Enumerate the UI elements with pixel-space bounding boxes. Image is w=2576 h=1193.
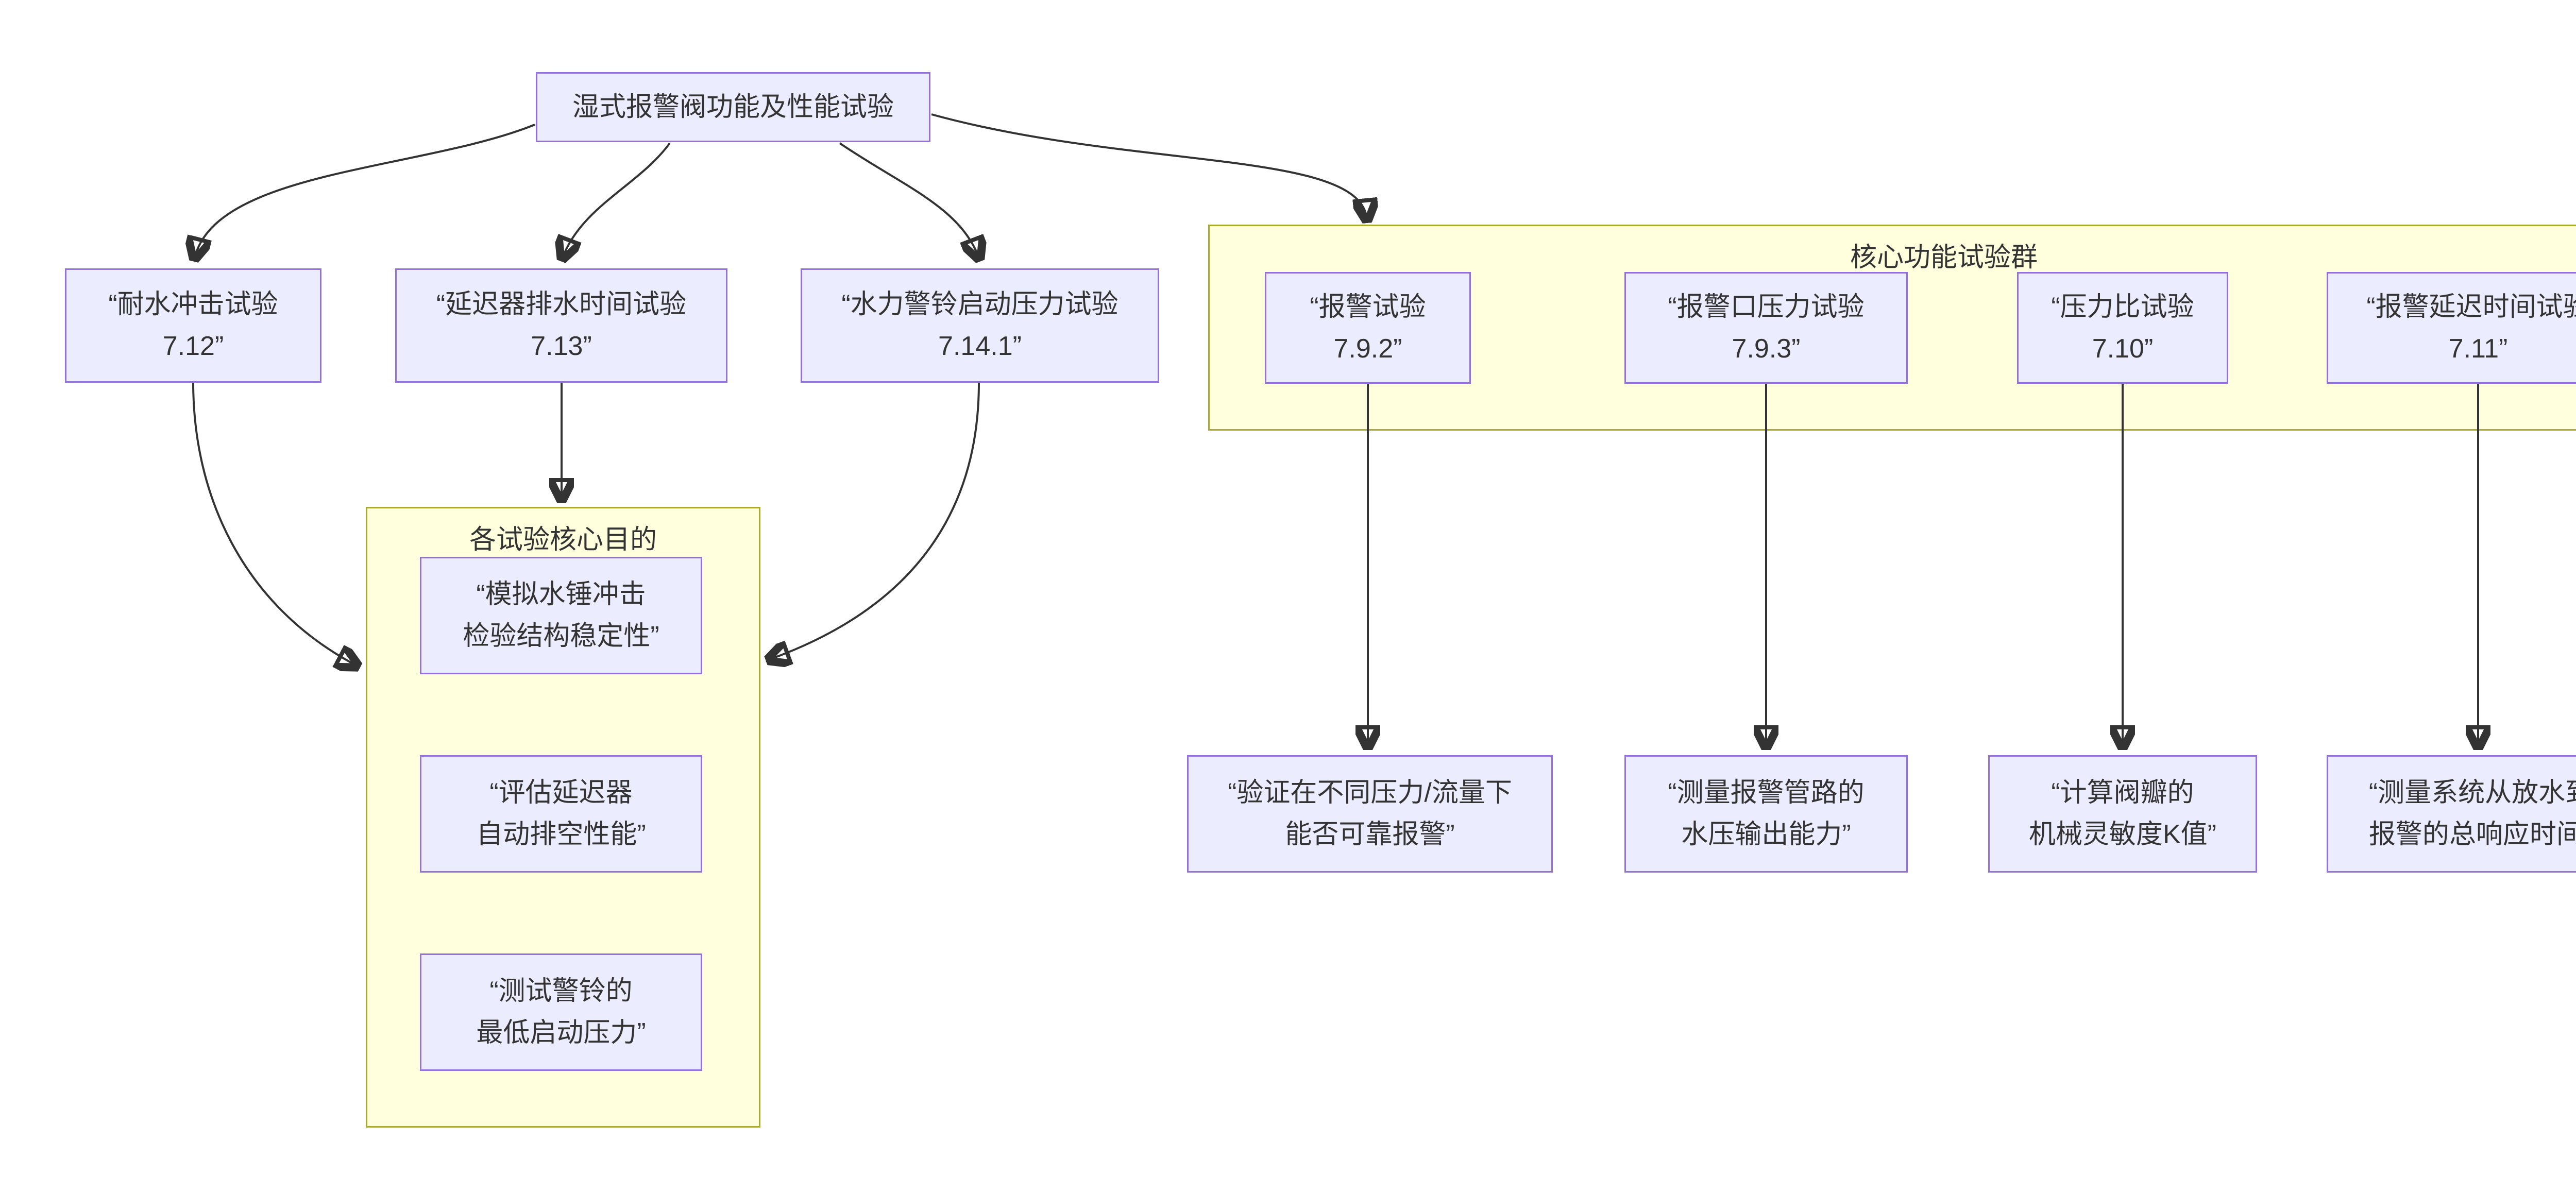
- node-label: “测试警铃的: [489, 976, 633, 1007]
- edge-7-12-to-purposes: [192, 382, 357, 666]
- node-label: “水力警铃启动压力试验: [841, 289, 1118, 320]
- node-purpose-reliable-alarm: “验证在不同压力/流量下 能否可靠报警”: [1187, 755, 1553, 873]
- node-label: “报警延迟时间试验: [2366, 292, 2576, 322]
- node-label: “测量报警管路的: [1668, 778, 1865, 808]
- node-label: 7.13”: [531, 331, 592, 361]
- subgraph-core-tests-title: 核心功能试验群: [1850, 243, 2038, 272]
- node-purpose-water-hammer: “模拟水锤冲击 检验结构稳定性”: [420, 557, 702, 674]
- node-label: 7.11”: [2448, 333, 2508, 364]
- node-label: “测量系统从放水到: [2368, 778, 2576, 808]
- node-alarm-delay-time-test-7-11: “报警延迟时间试验 7.11”: [2327, 272, 2576, 384]
- edge-7-14-1-to-purposes: [770, 382, 980, 659]
- node-label: 机械灵敏度K值”: [2028, 820, 2216, 849]
- node-label: 湿式报警阀功能及性能试验: [572, 92, 894, 122]
- node-purpose-total-response-time: “测量系统从放水到 报警的总响应时间”: [2327, 755, 2576, 873]
- node-label: “模拟水锤冲击: [476, 580, 646, 610]
- node-label: “评估延迟器: [489, 778, 633, 808]
- node-label: 7.14.1”: [938, 331, 1022, 361]
- node-label: “计算阀瓣的: [2051, 778, 2194, 808]
- edge-root-to-7-13: [563, 142, 671, 258]
- node-pressure-ratio-test-7-10: “压力比试验 7.10”: [2017, 272, 2228, 384]
- edge-root-to-7-14-1: [839, 142, 979, 258]
- node-label: 7.12”: [162, 331, 224, 361]
- node-label: 检验结构稳定性”: [463, 621, 659, 651]
- node-label: 最低启动压力”: [476, 1018, 646, 1048]
- node-label: 报警的总响应时间”: [2368, 820, 2576, 849]
- node-label: “验证在不同压力/流量下: [1228, 778, 1512, 808]
- node-label: “报警口压力试验: [1668, 292, 1865, 322]
- node-label: 7.9.2”: [1333, 333, 1402, 364]
- subgraph-purposes-title: 各试验核心目的: [469, 525, 657, 555]
- node-label: “压力比试验: [2051, 292, 2194, 322]
- node-alarm-test-7-9-2: “报警试验 7.9.2”: [1265, 272, 1471, 384]
- node-label: 能否可靠报警”: [1285, 820, 1455, 849]
- node-wet-alarm-valve-test: 湿式报警阀功能及性能试验: [536, 72, 930, 142]
- node-retard-chamber-drain-test-7-13: “延迟器排水时间试验 7.13”: [395, 268, 727, 383]
- node-label: “延迟器排水时间试验: [436, 289, 687, 320]
- node-purpose-alarm-line-pressure-output: “测量报警管路的 水压输出能力”: [1624, 755, 1908, 873]
- node-label: “耐水冲击试验: [108, 289, 278, 320]
- node-alarm-port-pressure-test-7-9-3: “报警口压力试验 7.9.3”: [1624, 272, 1908, 384]
- node-water-shock-test-7-12: “耐水冲击试验 7.12”: [65, 268, 321, 383]
- node-label: 自动排空性能”: [476, 820, 646, 849]
- node-label: “报警试验: [1310, 292, 1426, 322]
- node-purpose-retard-chamber-drain: “评估延迟器 自动排空性能”: [420, 755, 702, 873]
- node-label: 水压输出能力”: [1681, 820, 1851, 849]
- edge-root-to-7-12: [195, 124, 535, 258]
- node-label: 7.10”: [2092, 333, 2154, 364]
- node-label: 7.9.3”: [1732, 333, 1801, 364]
- node-water-motor-gong-start-pressure-test-7-14-1: “水力警铃启动压力试验 7.14.1”: [801, 268, 1159, 383]
- node-purpose-gong-min-pressure: “测试警铃的 最低启动压力”: [420, 953, 702, 1071]
- node-purpose-k-value-sensitivity: “计算阀瓣的 机械灵敏度K值”: [1988, 755, 2257, 873]
- edge-root-to-core-tests: [931, 113, 1367, 219]
